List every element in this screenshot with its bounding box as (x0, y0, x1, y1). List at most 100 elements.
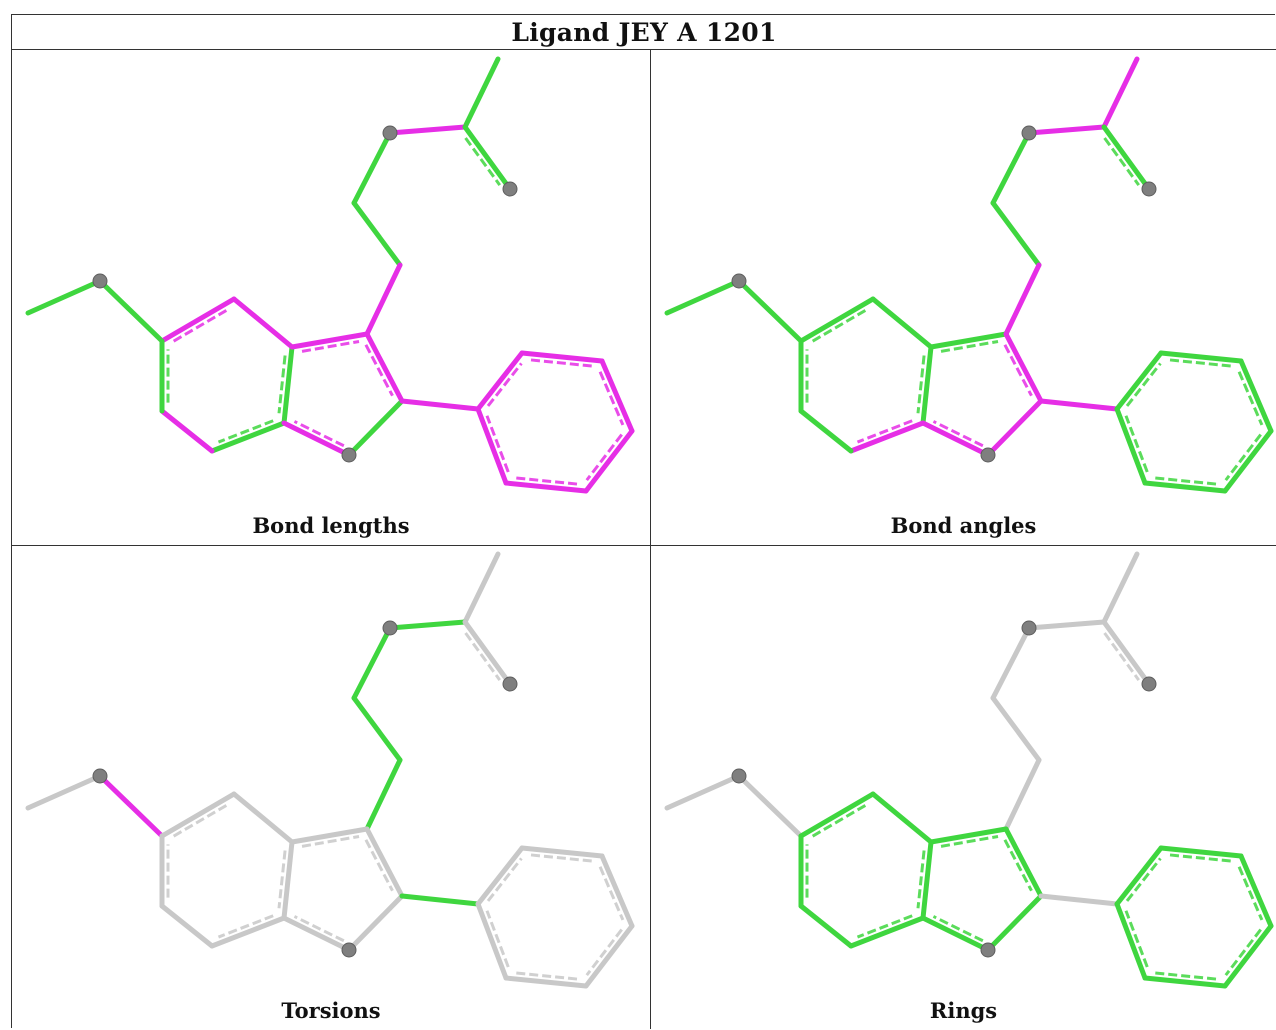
bond-chain3 (364, 262, 403, 337)
atom-o1 (1021, 620, 1037, 636)
atom-o2 (502, 676, 518, 692)
bond-b5-4 (920, 915, 991, 953)
bond-chain2 (351, 695, 403, 763)
bond-b6-2 (870, 296, 934, 350)
bond-b6-3 (916, 839, 934, 921)
ligand-figure: Ligand JEY A 1201 Bond lengths Bond angl… (11, 14, 1276, 1029)
panel-caption-bond-lengths: Bond lengths (252, 513, 410, 538)
bond-me-o-to-ring (736, 773, 804, 839)
bond-ph-1 (475, 845, 525, 907)
bond-ph-6 (1114, 901, 1149, 981)
bond-b6-1 (798, 791, 876, 839)
molecule-diagram-rings (664, 551, 1274, 989)
bond-phen-link (399, 893, 481, 907)
bond-ph-3 (598, 853, 635, 929)
bond-b6-1 (159, 296, 237, 344)
bond-b5-1 (928, 331, 1009, 353)
bond-chain2 (990, 200, 1042, 268)
bond-b5-3 (346, 893, 405, 953)
molecule-diagram-torsions (25, 551, 635, 989)
bond-b5-2 (364, 826, 405, 899)
bond-b6-4 (848, 419, 926, 454)
bond-b6-5 (798, 903, 854, 949)
bond-phen-link (1038, 893, 1120, 907)
bond-ester-c-o (462, 124, 513, 192)
bond-b6-3 (277, 344, 295, 426)
grid-divider-vertical (650, 50, 651, 1029)
bond-me-o-to-me (664, 773, 742, 811)
bond-b6-6 (798, 833, 809, 909)
bond-b5-2 (364, 331, 405, 404)
bond-b5-4 (281, 915, 352, 953)
bond-b6-4 (848, 914, 926, 949)
bond-ph-5 (1142, 971, 1228, 989)
bond-ester-top (462, 551, 501, 625)
bond-chain1 (351, 130, 393, 206)
atom-o1 (382, 125, 398, 141)
panel-caption-rings: Rings (929, 998, 998, 1023)
bond-b5-1 (289, 331, 370, 353)
bond-b6-2 (870, 791, 934, 845)
bond-b5-1 (928, 826, 1009, 848)
atom-n1 (980, 942, 996, 958)
bond-ester-top (1101, 56, 1140, 130)
panel-caption-torsions: Torsions (281, 998, 381, 1023)
atom-n1 (341, 942, 357, 958)
bond-ph-2 (519, 350, 605, 368)
bond-ph-6 (1114, 406, 1149, 486)
atom-n1 (980, 447, 996, 463)
bond-ph-3 (598, 358, 635, 434)
bond-chain2 (351, 200, 403, 268)
atom-ome (92, 273, 108, 289)
bond-b6-6 (159, 338, 170, 414)
bond-b6-3 (916, 344, 934, 426)
bond-phen-link (399, 398, 481, 412)
bond-ester-o-c (387, 124, 468, 136)
bond-b6-5 (159, 408, 215, 454)
bond-b6-1 (798, 296, 876, 344)
bond-ph-4 (583, 428, 635, 494)
bond-ph-5 (1142, 476, 1228, 494)
bond-ph-2 (519, 845, 605, 863)
bond-b6-2 (231, 296, 295, 350)
bond-b5-2 (1003, 331, 1044, 404)
bond-chain3 (364, 757, 403, 832)
bond-b6-3 (277, 839, 295, 921)
bond-b6-5 (159, 903, 215, 949)
bond-ph-4 (1222, 923, 1274, 989)
atom-o2 (1141, 676, 1157, 692)
bond-ph-4 (583, 923, 635, 989)
bond-ph-5 (503, 971, 589, 989)
bond-b5-4 (920, 420, 991, 458)
atom-ome (731, 768, 747, 784)
bond-ph-4 (1222, 428, 1274, 494)
atom-ome (731, 273, 747, 289)
bond-chain1 (351, 625, 393, 701)
bond-ester-o-c (1026, 124, 1107, 136)
bond-b6-2 (231, 791, 295, 845)
atom-o2 (1141, 181, 1157, 197)
bond-ph-3 (1237, 358, 1274, 434)
bond-ph-2 (1158, 350, 1244, 368)
molecule-diagram-bond-lengths (25, 56, 635, 494)
bond-me-o-to-me (25, 773, 103, 811)
atom-ome (92, 768, 108, 784)
bond-ester-o-c (387, 619, 468, 631)
bond-ester-top (1101, 551, 1140, 625)
bond-b5-4 (281, 420, 352, 458)
bond-b5-1 (289, 826, 370, 848)
bond-b5-3 (346, 398, 405, 458)
bond-ester-c-o (1101, 124, 1152, 192)
bond-phen-link (1038, 398, 1120, 412)
bond-ph-2 (1158, 845, 1244, 863)
panel-bond-angles: Bond angles (651, 51, 1276, 545)
bond-ph-1 (475, 350, 525, 412)
bond-chain1 (990, 625, 1032, 701)
molecule-diagram-bond-angles (664, 56, 1274, 494)
atom-o1 (382, 620, 398, 636)
bond-ester-top (462, 56, 501, 130)
bond-b5-3 (985, 398, 1044, 458)
figure-title-cell: Ligand JEY A 1201 (12, 15, 1276, 50)
bond-chain1 (990, 130, 1032, 206)
bond-me-o-to-ring (97, 278, 165, 344)
